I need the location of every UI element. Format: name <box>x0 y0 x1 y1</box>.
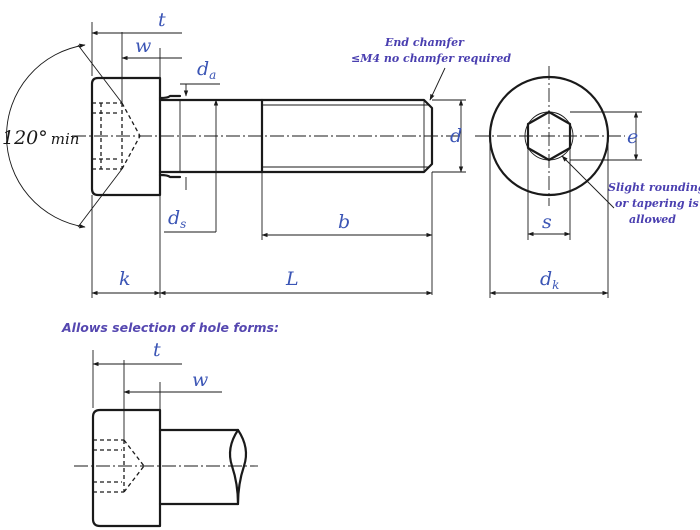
end-chamfer-note-line1: End chamfer <box>384 36 465 49</box>
end-view: e Slight rounding or tapering is allowed… <box>475 66 700 298</box>
dim-da: da <box>197 58 216 82</box>
shank <box>158 98 264 174</box>
dim-t2: t <box>153 339 161 361</box>
angle-label: 120°min <box>2 127 79 149</box>
detail-socket-hidden-lines <box>93 439 145 493</box>
head-fillet-lower <box>158 173 182 179</box>
head-fillet <box>158 94 182 100</box>
angle-arc <box>6 43 86 229</box>
threaded-section <box>260 98 434 174</box>
rounding-note-line2: or tapering is <box>615 197 699 210</box>
detail-head <box>91 408 162 528</box>
dim-b: b <box>338 211 350 233</box>
angle-leader-bottom <box>77 168 123 228</box>
dim-t: t <box>158 9 166 31</box>
rounding-leader <box>561 155 615 209</box>
dim-k: k <box>119 268 131 290</box>
screw-head <box>90 76 162 197</box>
socket-hidden-lines <box>92 102 141 170</box>
socket-chamfer-circle <box>524 111 574 161</box>
dim-L: L <box>285 268 299 290</box>
dim-w2: w <box>192 369 208 391</box>
angle-leader-top <box>77 44 123 104</box>
end-chamfer-leader <box>429 67 446 101</box>
dim-e: e <box>627 126 638 148</box>
rounding-note-line3: allowed <box>629 213 676 226</box>
detail-break <box>228 428 248 506</box>
dim-s: s <box>542 211 552 233</box>
side-view: 120°min t w da ds d End chamfer ≤M4 no c… <box>2 9 511 298</box>
dim-dk: dk <box>540 268 559 292</box>
end-chamfer-note-line2: ≤M4 no chamfer required <box>351 52 511 65</box>
dim-w: w <box>135 35 151 57</box>
hole-form-detail: t w <box>74 339 258 528</box>
dim-ds: ds <box>168 207 186 231</box>
dim-d: d <box>450 125 462 147</box>
hole-forms-heading: Allows selection of hole forms: <box>61 320 279 335</box>
detail-shank <box>158 428 240 506</box>
rounding-note-line1: Slight rounding <box>608 181 700 194</box>
